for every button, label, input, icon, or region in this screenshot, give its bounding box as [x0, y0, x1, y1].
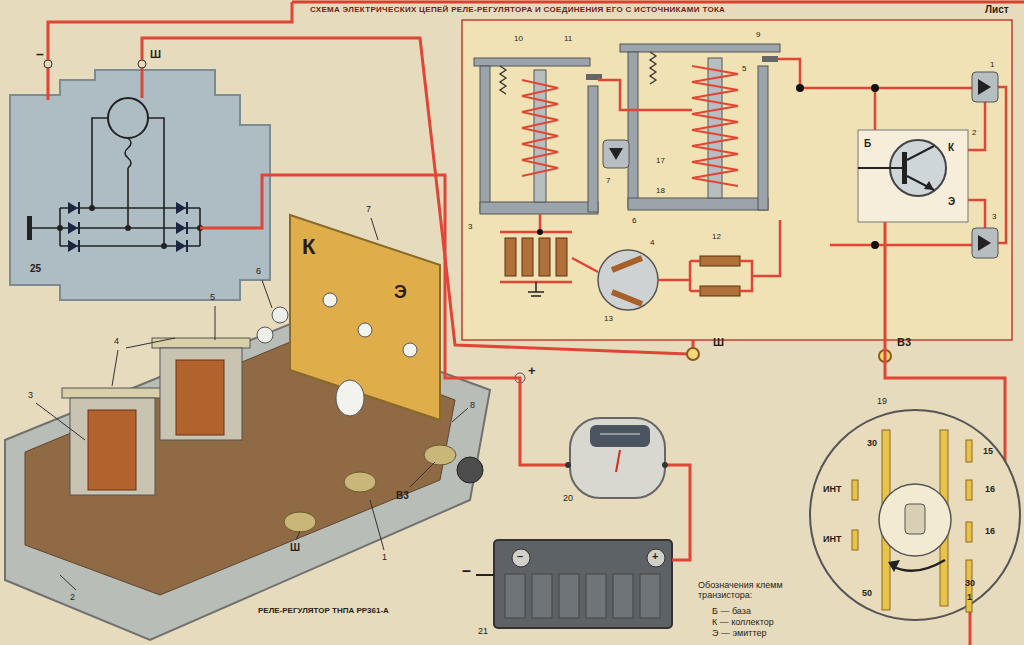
- node-text: ИНТ: [823, 484, 841, 494]
- callout-label: Лист: [985, 4, 1009, 16]
- callout-label: 7: [606, 176, 610, 185]
- callout-label: +: [652, 550, 658, 563]
- node-text: Э: [948, 196, 955, 208]
- node-text: ИНТ: [823, 534, 841, 544]
- node-text: К: [948, 142, 954, 154]
- node-text: 19: [877, 396, 887, 406]
- generator-drawing: [10, 60, 272, 300]
- callout-label: –: [36, 46, 44, 62]
- callout-label: 3: [992, 212, 996, 221]
- callout-label: –: [462, 562, 471, 580]
- callout-label: 2: [972, 128, 976, 137]
- node-text: 16: [985, 526, 995, 536]
- callout-label: 1: [990, 60, 994, 69]
- callout-label: Ш: [290, 542, 300, 554]
- callout-label: 11: [564, 34, 572, 43]
- callout-label: 18: [656, 186, 665, 195]
- callout-label: Б — база: [712, 606, 751, 616]
- callout-label: В3: [897, 336, 911, 349]
- callout-label: +: [528, 364, 536, 379]
- node-text: Б: [864, 138, 871, 150]
- callout-label: 5: [742, 64, 746, 73]
- callout-label: 17: [656, 156, 665, 165]
- ammeter-drawing: [565, 418, 668, 498]
- callout-label: 1: [382, 552, 387, 562]
- generator-box: 25: [8, 45, 272, 300]
- callout-label: 3: [28, 390, 33, 400]
- callout-label: 6: [256, 266, 261, 276]
- callout-label: 13: [604, 314, 613, 323]
- ammeter-box: 20: [565, 415, 668, 500]
- battery-drawing: [476, 540, 672, 628]
- regulator-schematic: [462, 20, 1012, 383]
- callout-label: 12: [712, 232, 721, 241]
- node-text: 30: [965, 578, 975, 588]
- callout-label: –: [517, 550, 523, 563]
- callout-label: Ш: [713, 336, 724, 349]
- callout-label: Обозначения клемм транзистора:: [698, 580, 808, 601]
- callout-label: 6: [632, 216, 636, 225]
- node-text: 15: [983, 446, 993, 456]
- callout-label: К: [302, 234, 315, 259]
- node-text: 30: [867, 438, 877, 448]
- callout-label: 9: [756, 30, 760, 39]
- callout-label: 3: [468, 222, 472, 231]
- wire-connector: [272, 175, 565, 465]
- ignition-switch-drawing: [810, 410, 1020, 620]
- node-text: 25: [30, 263, 41, 275]
- node-text: 50: [862, 588, 872, 598]
- callout-label: В3: [396, 490, 409, 502]
- callout-label: 10: [514, 34, 523, 43]
- regulator-illustration: [5, 215, 490, 640]
- callout-label: Э: [394, 282, 407, 303]
- callout-label: 5: [210, 292, 215, 302]
- node-text: 20: [563, 493, 573, 503]
- wire: [292, 1, 1024, 4]
- callout-label: 2: [70, 592, 75, 602]
- callout-label: К — коллектор: [712, 617, 774, 627]
- transistor-box: Б К Э: [858, 130, 968, 222]
- callout-label: Ш: [150, 48, 161, 61]
- callout-label: Э — эмиттер: [712, 628, 766, 638]
- poster-title: СХЕМА ЭЛЕКТРИЧЕСКИХ ЦЕПЕЙ РЕЛЕ-РЕГУЛЯТОР…: [310, 5, 725, 14]
- wire-connector: [668, 465, 690, 560]
- wire-connector: [885, 222, 1005, 392]
- callout-label: 4: [650, 238, 654, 247]
- callout-label: 7: [366, 204, 371, 214]
- callout-label: РЕЛЕ-РЕГУЛЯТОР ТНПА РР361-А: [258, 606, 389, 615]
- callout-label: 8: [470, 400, 475, 410]
- node-text: 21: [478, 626, 488, 636]
- ignition-switch: 19301516ИНТ16ИНТ50301: [805, 392, 1022, 640]
- node-text: 1: [967, 592, 972, 602]
- node-text: 16: [985, 484, 995, 494]
- callout-label: 4: [114, 336, 119, 346]
